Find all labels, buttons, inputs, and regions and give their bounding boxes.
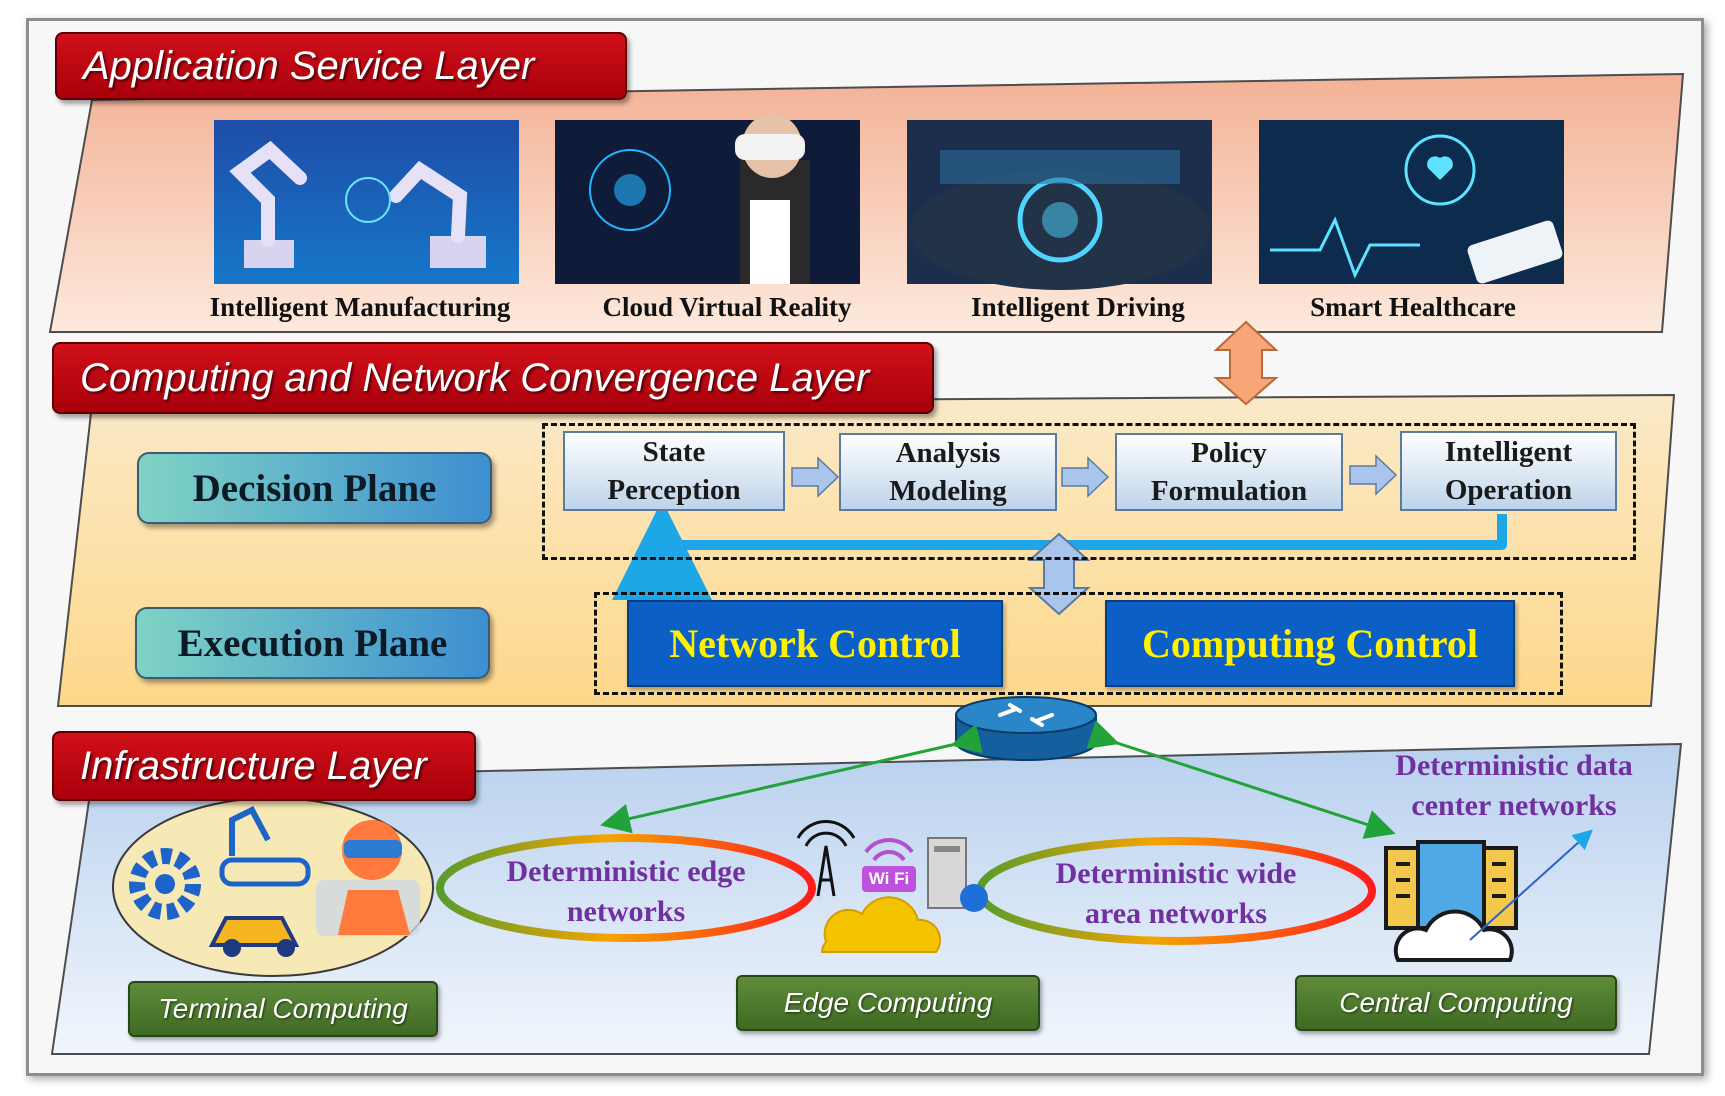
convergence-layer-title: Computing and Network Convergence Layer <box>52 342 934 414</box>
wifi-label: Wi Fi <box>868 869 910 888</box>
driving-image <box>907 120 1212 290</box>
feedback-loop-arrow <box>612 500 1507 600</box>
terminal-computing-tag: Terminal Computing <box>128 981 438 1037</box>
router-icon <box>955 696 1097 761</box>
edge-networks-label: Deterministic edge networks <box>506 855 746 928</box>
edge-devices-icon <box>796 820 988 953</box>
edge-computing-tag: Edge Computing <box>736 975 1040 1031</box>
step-arrows <box>791 454 1398 498</box>
wide-area-networks-label: Deterministic wide area networks <box>1055 857 1297 930</box>
edge-network-ring <box>436 834 816 942</box>
service-label-driving: Intelligent Driving <box>971 292 1185 322</box>
router-datacenter-link <box>1086 720 1396 839</box>
step-intelligent-operation: Intelligent Operation <box>1400 431 1617 511</box>
service-label-healthcare: Smart Healthcare <box>1310 292 1516 322</box>
terminal-devices-icon <box>112 797 434 977</box>
service-label-vr: Cloud Virtual Reality <box>602 292 852 322</box>
app-convergence-double-arrow <box>1213 320 1279 406</box>
step-analysis-modeling: Analysis Modeling <box>839 433 1057 511</box>
execution-plane: Execution Plane <box>135 607 490 679</box>
datacenter-networks-label: Deterministic data center networks <box>1395 749 1633 822</box>
router-edge-link <box>600 724 983 834</box>
manufacturing-image <box>214 120 519 284</box>
computing-control-block: Computing Control <box>1105 600 1515 687</box>
application-layer-title: Application Service Layer <box>55 32 627 100</box>
network-control-block: Network Control <box>627 600 1003 687</box>
decision-plane: Decision Plane <box>137 452 492 524</box>
decision-loop-box <box>542 423 1636 560</box>
step-state-perception: State Perception <box>563 431 785 511</box>
data-center-icon <box>1384 829 1593 962</box>
execution-control-box <box>594 592 1563 695</box>
step-policy-formulation: Policy Formulation <box>1115 433 1343 511</box>
infrastructure-layer-title: Infrastructure Layer <box>52 731 476 801</box>
healthcare-image <box>1259 120 1564 284</box>
vr-image <box>555 114 860 284</box>
central-computing-tag: Central Computing <box>1295 975 1617 1031</box>
service-label-manufacturing: Intelligent Manufacturing <box>209 292 511 322</box>
